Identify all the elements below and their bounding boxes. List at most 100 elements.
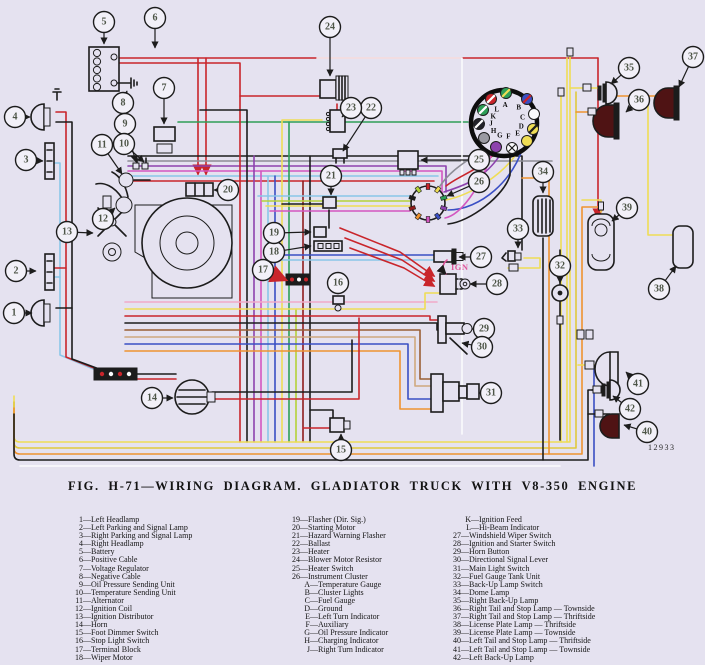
terminal-stripe <box>522 94 532 104</box>
callout-number-15: 15 <box>336 445 346 456</box>
legend-key: 20— <box>292 523 308 533</box>
diagram-graphic <box>514 252 522 261</box>
diagram-graphic <box>124 315 438 321</box>
cluster-terminal-letter-H: H <box>491 127 497 135</box>
callout-leader-39 <box>611 213 620 222</box>
legend-item-H: H—Charging Indicator <box>291 637 388 645</box>
callout-number-6: 6 <box>153 13 158 24</box>
callout-circle-3 <box>14 148 38 172</box>
legend-key: 31— <box>453 563 469 573</box>
ignition-starter-switch <box>439 273 457 295</box>
diagram-graphic <box>108 371 114 377</box>
diagram-graphic <box>598 201 604 211</box>
callout-number-39: 39 <box>622 203 632 214</box>
diagram-graphic <box>507 257 541 269</box>
legend-item-32: 32—Fuel Gauge Tank Unit <box>452 572 595 581</box>
diagram-graphic <box>124 343 432 400</box>
legend-key: A— <box>304 579 318 589</box>
diagram-graphic <box>124 292 441 310</box>
callout-circle-34 <box>531 160 555 184</box>
legend-key: 19— <box>292 515 308 524</box>
diagram-graphic <box>582 83 592 92</box>
license-plate-lamp-thriftside <box>672 225 694 269</box>
legend-label: Horn Button <box>469 547 510 557</box>
cluster-terminal-letter-L: L <box>494 106 499 114</box>
callout-number-12: 12 <box>98 214 108 225</box>
callout-circle-25 <box>467 148 491 172</box>
legend-item-E: E—Left Turn Indicator <box>291 613 388 621</box>
legend-item-B: B—Cluster Lights <box>291 588 388 597</box>
legend-key: 17— <box>75 644 91 654</box>
cluster-terminal-E <box>521 135 533 147</box>
cluster-connector <box>410 185 446 221</box>
callout-leader-36 <box>625 104 634 113</box>
legend-item-17: 17—Terminal Block <box>74 644 192 654</box>
diagram-graphic <box>576 329 585 340</box>
legend-key: 24— <box>292 555 308 565</box>
diagram-graphic <box>46 149 53 173</box>
legend-item-11: 11—Alternator <box>74 596 192 605</box>
callout-leader-12 <box>107 207 116 216</box>
callout-circle-10 <box>112 132 136 156</box>
callout-leader-42 <box>612 395 623 404</box>
legend-label: Negative Cable <box>91 571 141 581</box>
legend-item-37: 37—Right Tail and Stop Lamp — Thriftside <box>452 613 595 621</box>
diagram-graphic <box>399 169 405 176</box>
callout-number-37: 37 <box>688 52 698 63</box>
legend-label: Flasher (Dir. Sig.) <box>308 515 366 524</box>
right-headlamp <box>30 103 45 131</box>
legend-label: Ignition and Starter Switch <box>469 539 556 549</box>
callout-number-8: 8 <box>121 98 126 109</box>
callout-leader-40 <box>623 423 638 431</box>
callout-circle-32 <box>548 254 572 278</box>
legend-item-42: 42—Left Back-Up Lamp <box>452 653 595 662</box>
legend-label: Hi-Beam Indicator <box>479 523 540 533</box>
legend-item-22: 22—Ballast <box>291 540 388 548</box>
diagram-graphic <box>43 303 51 323</box>
terminal-stripe <box>478 105 488 115</box>
cluster-terminal-C <box>528 108 540 120</box>
callout-circle-1 <box>2 301 26 325</box>
callout-leader-30 <box>461 340 472 348</box>
temperature-sending-unit <box>141 162 149 170</box>
legend-label: Heater Switch <box>308 563 354 573</box>
legend-label: Right Parking and Signal Lamp <box>91 531 193 541</box>
oil-pressure-sending-unit <box>132 162 140 170</box>
legend-label: Left Headlamp <box>91 515 140 524</box>
callout-number-35: 35 <box>624 63 634 74</box>
legend-item-1: 1—Left Headlamp <box>74 515 192 524</box>
diagram-graphic <box>92 82 102 92</box>
diagram-graphic <box>594 409 604 418</box>
distributor <box>115 196 133 214</box>
legend-item-3: 3—Right Parking and Signal Lamp <box>74 532 192 540</box>
diagram-graphic <box>501 252 507 262</box>
legend-label: Auxiliary <box>318 620 349 630</box>
callout-number-1: 1 <box>12 308 17 319</box>
callout-number-10: 10 <box>119 139 129 150</box>
legend-key: H— <box>304 636 318 646</box>
callout-circle-19 <box>262 221 286 245</box>
diagram-graphic <box>124 336 432 387</box>
legend-key: 38— <box>453 620 469 630</box>
callout-number-38: 38 <box>654 284 664 295</box>
legend-key: 3— <box>79 531 91 541</box>
legend-label: Voltage Regulator <box>91 563 149 573</box>
legend-label: Right Turn Indicator <box>318 644 384 654</box>
diagram-graphic <box>609 379 621 401</box>
cluster-terminal-letter-C: C <box>520 113 525 121</box>
diagram-graphic <box>110 53 118 61</box>
terminal-stripe <box>474 119 484 129</box>
diagram-graphic <box>508 144 516 152</box>
callout-leader-19 <box>284 228 312 236</box>
legend-item-5: 5—Battery <box>74 548 192 556</box>
legend-key: 6— <box>79 555 91 565</box>
callout-number-26: 26 <box>474 177 484 188</box>
blower-motor-resistor <box>319 79 337 99</box>
connector-pin <box>439 194 448 201</box>
callout-leader-37 <box>678 66 690 88</box>
callout-circle-11 <box>90 133 114 157</box>
callout-number-11: 11 <box>97 140 106 151</box>
legend-key: 15— <box>75 628 91 638</box>
